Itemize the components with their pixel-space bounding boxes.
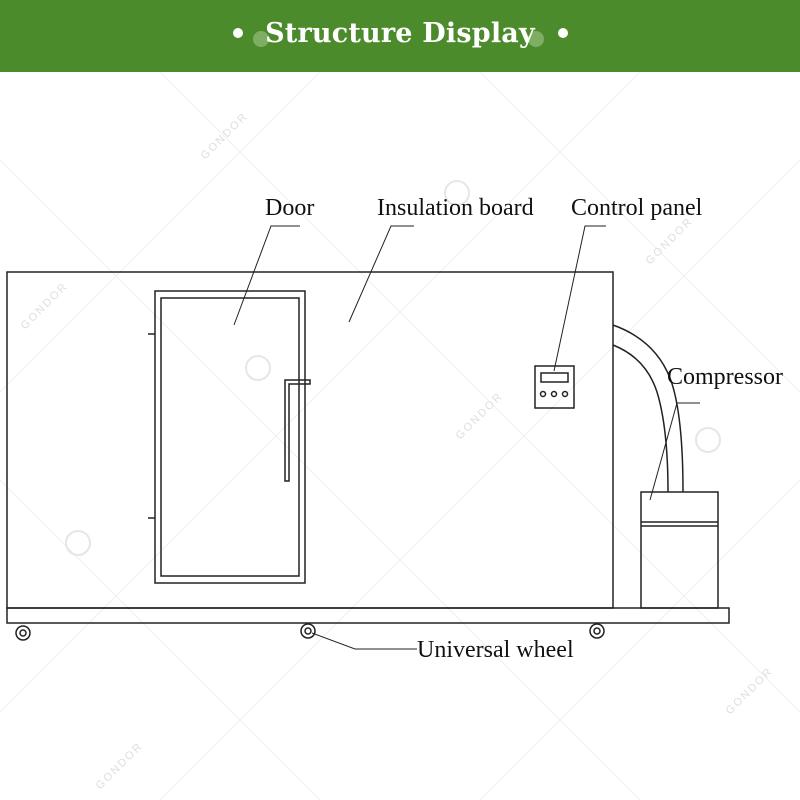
watermark-pattern: [0, 72, 800, 800]
compressor-leader: [649, 402, 700, 501]
control-panel-label: Control panel: [571, 195, 703, 221]
decorative-dot: [253, 31, 269, 47]
control-panel-leader: [553, 225, 606, 372]
wheel: [300, 623, 316, 639]
watermark-text: GONDOR: [644, 215, 696, 267]
watermark-text: GONDOR: [454, 390, 506, 442]
universal-wheel-label: Universal wheel: [417, 637, 574, 663]
insulation-board-label: Insulation board: [377, 195, 534, 221]
watermark-text: GONDOR: [94, 740, 146, 792]
refrigerant-pipes: [612, 324, 684, 493]
door-leader: [233, 225, 300, 326]
wheel-leader: [311, 632, 417, 650]
insulation-leader: [348, 225, 414, 323]
door-handle: [284, 379, 311, 482]
wheel: [15, 625, 31, 641]
universal-wheels: [15, 623, 605, 641]
structure-diagram: GONDOR GONDOR GONDOR GONDOR GONDOR GONDO…: [0, 72, 800, 800]
door-label: Door: [265, 195, 314, 221]
compressor-label: Compressor: [667, 364, 783, 390]
door: [148, 290, 306, 584]
watermark-text: GONDOR: [19, 280, 71, 332]
watermark-text: GONDOR: [724, 665, 776, 717]
base-platform: [6, 607, 730, 624]
decorative-dot: [233, 28, 243, 38]
header-banner: Structure Display: [0, 0, 800, 72]
leader-lines: [233, 225, 700, 650]
wheel: [589, 623, 605, 639]
control-panel: [534, 365, 575, 409]
page-title: Structure Display: [265, 18, 535, 49]
decorative-dot: [558, 28, 568, 38]
watermark-logos: [65, 180, 721, 556]
compressor-unit: [640, 491, 719, 609]
decorative-dot: [528, 31, 544, 47]
chamber-body: [6, 271, 614, 609]
